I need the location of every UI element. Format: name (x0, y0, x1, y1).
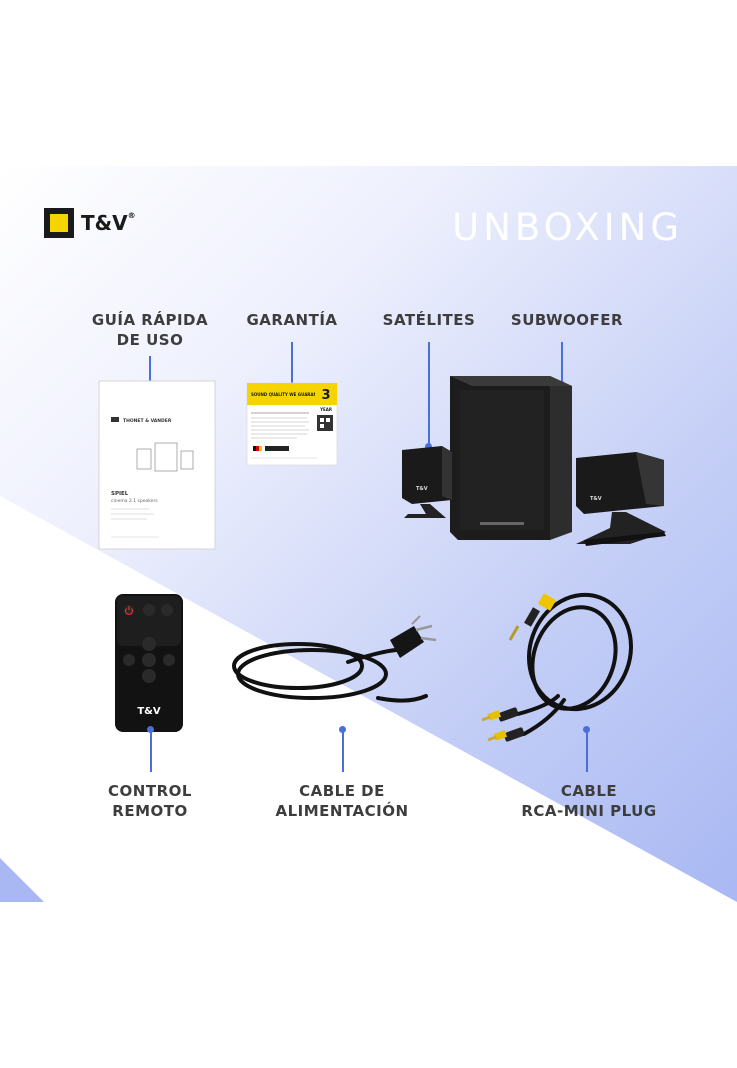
page-title: UNBOXING (452, 206, 683, 249)
mini-plug-icon (508, 625, 520, 641)
label-warranty-line1: GARANTÍA (246, 311, 338, 329)
label-subwoofer-line1: SUBWOOFER (510, 311, 624, 329)
connector-line-rca (586, 730, 588, 772)
warranty-years: 3 (321, 388, 330, 403)
label-remote-control: CONTROL REMOTO (94, 781, 206, 821)
label-subwoofer: SUBWOOFER (508, 310, 626, 330)
label-remote-line2: REMOTO (112, 802, 188, 820)
label-satellites: SATÉLITES (376, 310, 482, 330)
booklet-subtitle-text: cinema 2.1 speakers (111, 498, 158, 504)
brand-logo: T&V® (44, 208, 136, 238)
connector-dot-rca (583, 726, 590, 733)
remote-mute-button (161, 604, 173, 616)
label-quick-guide: GUÍA RÁPIDA DE USO (88, 310, 212, 350)
corner-accent-triangle (0, 858, 44, 902)
connector-line-guide (149, 356, 151, 396)
label-warranty: GARANTÍA (240, 310, 344, 330)
satellite-left-image (402, 446, 452, 504)
warranty-year-word: YEAR (319, 407, 332, 412)
remote-vol-up-button (142, 637, 156, 651)
power-cable-image (232, 615, 437, 703)
satellite-left-brand: T&V (416, 486, 428, 492)
connector-line-power (342, 730, 344, 772)
remote-control-image: T&V (115, 594, 183, 732)
label-rca-line1: CABLE (560, 782, 618, 800)
connector-dot-remote (147, 726, 154, 733)
remote-prev-button (123, 654, 135, 666)
remote-next-button (163, 654, 175, 666)
logo-registered-mark: ® (127, 211, 136, 220)
diagonal-white-wedge (0, 496, 737, 902)
remote-input-button (143, 604, 155, 616)
speaker-system-image: T&V T&V (402, 376, 666, 546)
rca-plug-2-icon (503, 727, 525, 742)
label-remote-line1: CONTROL (108, 782, 192, 800)
label-power-cable: CABLE DE ALIMENTACIÓN (266, 781, 418, 821)
satellite-right-brand: T&V (590, 496, 602, 502)
label-power-line1: CABLE DE (299, 782, 385, 800)
label-rca-line2: RCA-MINI PLUG (521, 802, 657, 820)
connector-dot-satellites (425, 443, 432, 450)
power-plug-icon (390, 626, 424, 658)
connector-line-satellites (428, 342, 430, 446)
quick-guide-booklet: THONET & VANDER SPIEL cinema 2.1 speaker… (98, 380, 216, 550)
remote-play-button (142, 653, 156, 667)
warranty-headline: SOUND QUALITY WE GUARANTEE IT. (251, 392, 332, 397)
label-satellites-line1: SATÉLITES (382, 311, 476, 329)
label-rca-cable: CABLE RCA-MINI PLUG (516, 781, 662, 821)
label-quick-guide-line2: DE USO (116, 331, 184, 349)
booklet-brand-text: THONET & VANDER (123, 418, 172, 424)
remote-brand-text: T&V (137, 706, 161, 717)
rca-plug-1-icon (497, 707, 519, 722)
cable-tie-icon (537, 593, 557, 611)
label-power-line2: ALIMENTACIÓN (275, 802, 409, 820)
remote-vol-down-button (142, 669, 156, 683)
logo-wordmark: T&V (81, 211, 128, 235)
connector-dot-power (339, 726, 346, 733)
logo-square-icon (44, 208, 74, 238)
rca-cable-image (481, 592, 634, 742)
connector-line-warranty (291, 342, 293, 388)
logo-text: T&V® (81, 211, 136, 235)
connector-line-subwoofer (561, 342, 563, 384)
warranty-card: SOUND QUALITY WE GUARANTEE IT. 3 YEAR (246, 382, 338, 466)
qr-code-icon (317, 415, 333, 431)
booklet-model-text: SPIEL (111, 491, 129, 497)
label-quick-guide-line1: GUÍA RÁPIDA (91, 311, 209, 329)
connector-line-remote (150, 730, 152, 772)
